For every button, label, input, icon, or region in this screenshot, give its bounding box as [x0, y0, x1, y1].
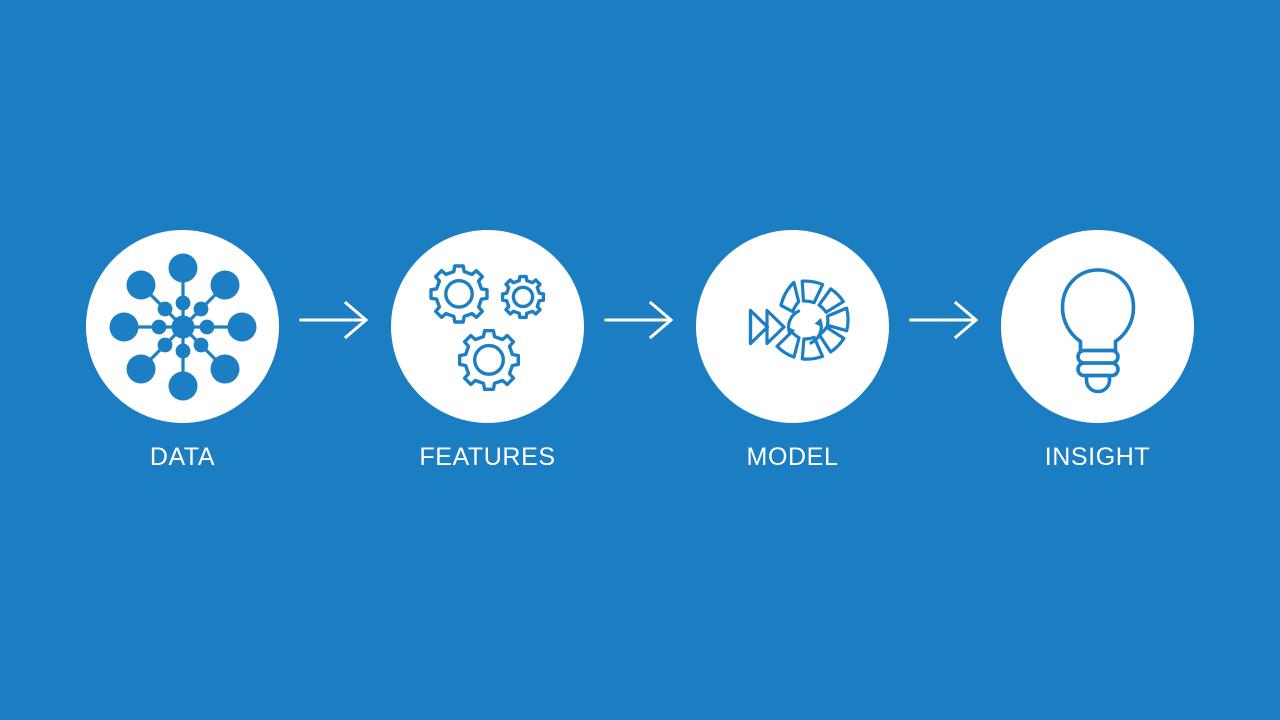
pipeline-step-insight[interactable]: INSIGHT	[1001, 230, 1194, 490]
pipeline-step-data[interactable]: DATA	[86, 230, 279, 490]
network-nodes-icon	[109, 253, 256, 400]
pipeline-connector	[889, 190, 1001, 450]
pipeline-step-label: DATA	[149, 443, 216, 471]
pipeline-step-features[interactable]: FEATURES	[391, 230, 584, 490]
pipeline-step-label: FEATURES	[419, 443, 556, 471]
model-icon-disc	[696, 230, 889, 423]
pipeline-step-model[interactable]: MODEL	[696, 230, 889, 490]
arrow-right-icon	[909, 300, 979, 340]
data-icon-disc	[86, 230, 279, 423]
pipeline-step-label: MODEL	[746, 443, 839, 471]
pipeline-connector	[279, 190, 391, 450]
model-process-icon	[748, 279, 850, 361]
gears-icon	[428, 263, 545, 391]
lightbulb-icon	[1060, 267, 1135, 393]
pipeline-step-label: INSIGHT	[1044, 443, 1151, 471]
arrow-right-icon	[299, 300, 369, 340]
pipeline-connector	[584, 190, 696, 450]
features-icon-disc	[391, 230, 584, 423]
insight-icon-disc	[1001, 230, 1194, 423]
arrow-right-icon	[604, 300, 674, 340]
